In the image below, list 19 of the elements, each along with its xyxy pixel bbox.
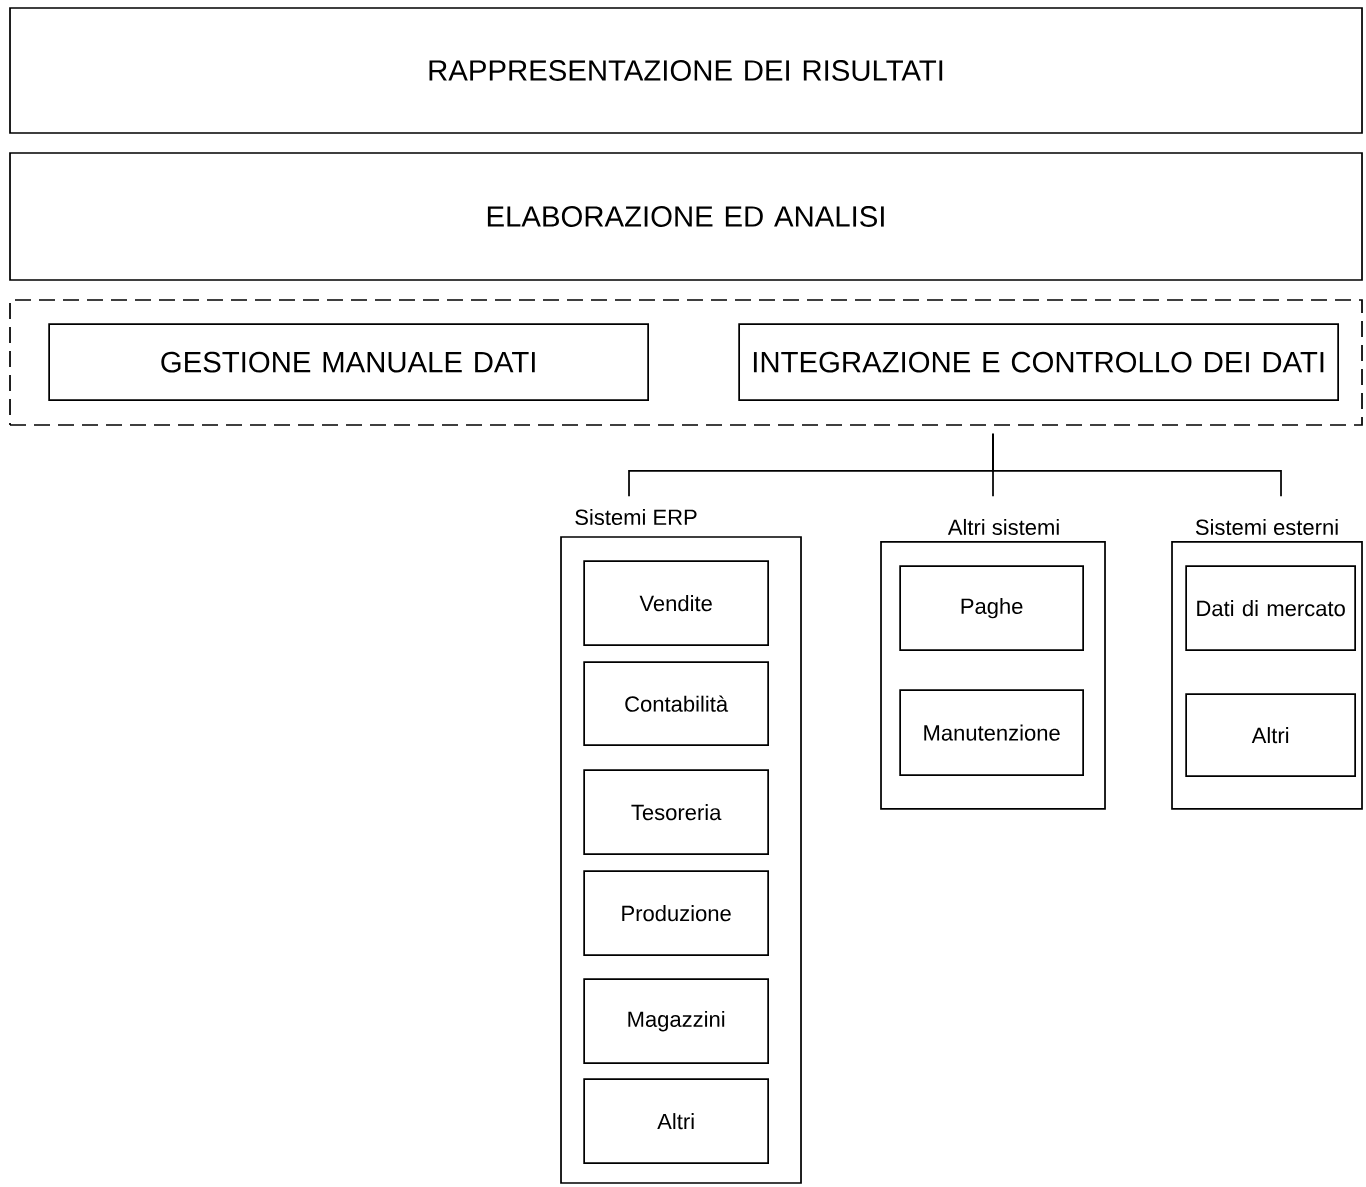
system-box: Manutenzione: [899, 689, 1084, 776]
group-heading: Altri sistemi: [947, 518, 1059, 536]
layer-box: INTEGRAZIONE E CONTROLLO DEI DATI: [738, 323, 1339, 401]
system-box: Paghe: [899, 565, 1084, 651]
layer-box: GESTIONE MANUALE DATI: [48, 323, 649, 401]
group-heading: Sistemi ERP: [575, 508, 697, 526]
connector-line: [992, 433, 1282, 497]
system-box: Vendite: [583, 560, 769, 646]
system-box: Dati di mercato: [1185, 565, 1356, 651]
system-box: Magazzini: [583, 978, 769, 1064]
system-box: Altri: [583, 1078, 769, 1164]
dashed-group-frame: [9, 299, 1363, 426]
system-box: Produzione: [583, 870, 769, 956]
system-box: Tesoreria: [583, 769, 769, 855]
system-box: Contabilità: [583, 661, 769, 746]
layer-box: RAPPRESENTAZIONE DEI RISULTATI: [9, 7, 1363, 134]
system-box: Altri: [1185, 693, 1356, 777]
layer-box: ELABORAZIONE ED ANALISI: [9, 152, 1363, 281]
group-heading: Sistemi esterni: [1195, 518, 1338, 536]
